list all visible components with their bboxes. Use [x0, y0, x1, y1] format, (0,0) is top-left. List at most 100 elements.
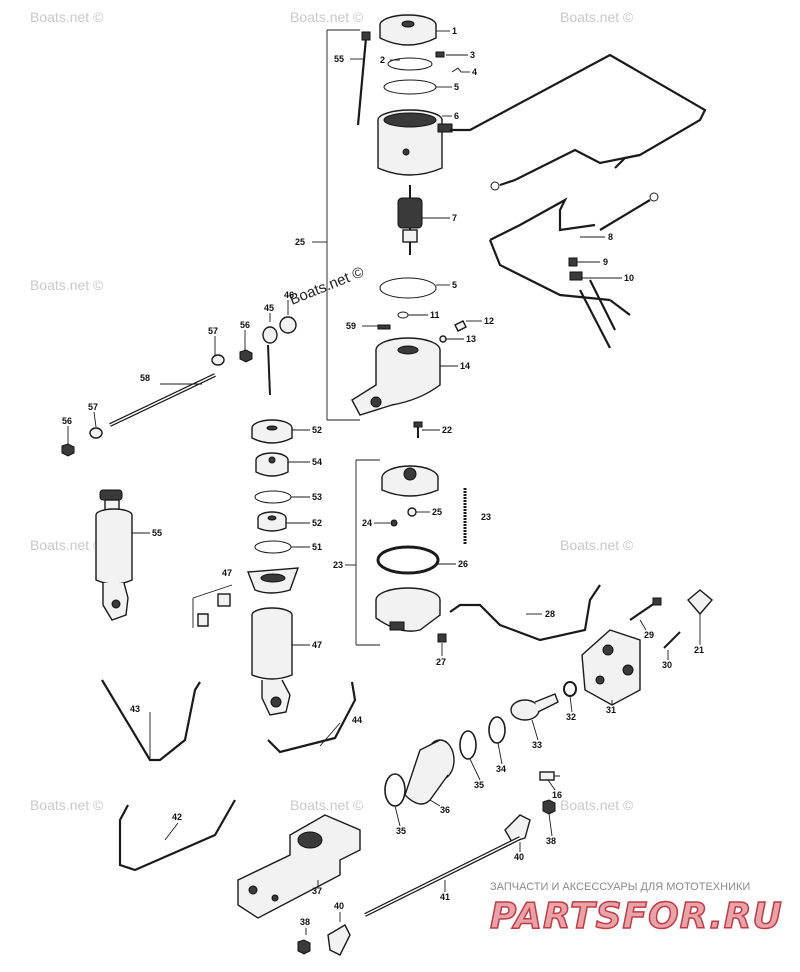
fitting-16	[539, 771, 560, 781]
callout-label: 55	[152, 528, 162, 538]
o-ring-5-lower	[379, 277, 437, 299]
assembly-bracket-23	[345, 459, 380, 646]
shaft-43	[364, 836, 521, 917]
callout-label: 12	[484, 316, 494, 326]
valve-54	[255, 452, 289, 477]
rod-58	[109, 373, 216, 427]
callout-label: 37	[312, 886, 322, 896]
callout-label: 13	[466, 334, 476, 344]
callout-label: 26	[458, 559, 468, 569]
callout-label: 57	[208, 326, 218, 336]
nut-56b	[61, 443, 75, 457]
callout-label: 35	[474, 780, 484, 790]
tube-29	[449, 584, 601, 642]
washer-57	[211, 354, 225, 366]
callout-label: 58	[140, 373, 150, 383]
callout-label: 53	[312, 492, 322, 502]
callout-label: 32	[566, 712, 576, 722]
callout-label: 4	[472, 67, 477, 77]
watermarks: Boats.net © Boats.net © Boats.net © Boat…	[30, 9, 634, 813]
clip-31	[687, 589, 713, 616]
brush-3	[435, 51, 445, 58]
callout-label: 25	[432, 507, 442, 517]
watermark: Boats.net ©	[30, 277, 104, 293]
callout-label: 6	[454, 111, 459, 121]
watermark: Boats.net ©	[560, 537, 634, 553]
callout-label: 46	[284, 290, 294, 300]
o-ring-37b	[384, 773, 406, 807]
wire-harness	[450, 53, 707, 349]
o-ring-51	[254, 540, 292, 554]
callout-label: 45	[264, 303, 274, 313]
callout-label: 57	[88, 402, 98, 412]
callout-label: 43	[130, 704, 140, 714]
callout-label: 27	[436, 657, 446, 667]
callout-label: 5	[454, 82, 459, 92]
callout-label: 2	[380, 55, 385, 65]
callout-label: 8	[608, 232, 613, 242]
callout-label: 59	[346, 321, 356, 331]
nut-41	[542, 799, 556, 815]
callout-label: 21	[694, 645, 704, 655]
callout-label: 22	[442, 425, 452, 435]
o-ring-34	[563, 681, 577, 697]
callout-label: 23	[333, 560, 343, 570]
callout-label: 41	[440, 892, 450, 902]
brand-subtitle: ЗАПЧАСТИ И АКСЕССУАРЫ ДЛЯ МОТОТЕХНИКИ	[490, 881, 750, 893]
callout-label: 28	[545, 609, 555, 619]
callout-label: 42	[172, 812, 182, 822]
site-branding: ЗАПЧАСТИ И АКСЕССУАРЫ ДЛЯ МОТОТЕХНИКИ PA…	[489, 881, 783, 938]
fitting-28	[437, 633, 447, 643]
callout-label: 54	[312, 457, 322, 467]
piston-47	[251, 419, 293, 444]
watermark: Boats.net ©	[30, 9, 104, 25]
fitting-42	[504, 814, 531, 843]
callout-label: 40	[514, 852, 524, 862]
callout-label: 31	[606, 705, 616, 715]
washer-57b	[89, 427, 103, 439]
shock-absorber-55	[95, 489, 133, 621]
callout-label: 5	[452, 280, 457, 290]
callout-label: 7	[452, 213, 457, 223]
callout-label: 30	[662, 660, 672, 670]
watermark: Boats.net ©	[560, 9, 634, 25]
callout-label: 16	[552, 790, 562, 800]
callout-label: 47	[222, 568, 232, 578]
tube-46	[267, 681, 357, 754]
ball-24	[390, 519, 398, 527]
ball-13	[439, 335, 447, 343]
o-ring-11	[397, 311, 409, 319]
callout-label: 33	[532, 740, 542, 750]
manifold-cap	[381, 465, 439, 497]
assembly-bracket-26	[312, 29, 360, 421]
callout-label: 51	[312, 542, 322, 552]
o-ring-36	[488, 716, 506, 744]
pump-body	[351, 337, 441, 416]
callout-label: 1	[452, 26, 457, 36]
clip-4	[451, 67, 462, 73]
brand-logo: PARTSFOR.RU	[490, 896, 783, 937]
callout-label: 52	[312, 425, 322, 435]
manifold-body	[375, 587, 441, 632]
motor-end-cap	[379, 14, 437, 46]
callout-label: 10	[624, 273, 634, 283]
callout-label: 47	[312, 640, 322, 650]
callout-label: 14	[460, 361, 470, 371]
callout-label: 55	[334, 54, 344, 64]
callout-label: 11	[430, 310, 440, 320]
nut-56	[239, 349, 253, 363]
callout-label: 25	[295, 237, 305, 247]
screw-59	[377, 324, 391, 330]
o-ring-27	[376, 545, 440, 575]
callout-label: 52	[312, 518, 322, 528]
clip-9	[568, 257, 578, 267]
watermark: Boats.net ©	[290, 9, 364, 25]
callout-label: 3	[470, 50, 475, 60]
callout-label: 34	[496, 764, 506, 774]
callout-label: 35	[396, 826, 406, 836]
mount-bracket-40	[237, 814, 361, 919]
gear-35	[510, 693, 559, 721]
bushing-47-48	[262, 316, 297, 396]
watermark: Boats.net ©	[30, 537, 104, 553]
callout-label: 40	[334, 901, 344, 911]
